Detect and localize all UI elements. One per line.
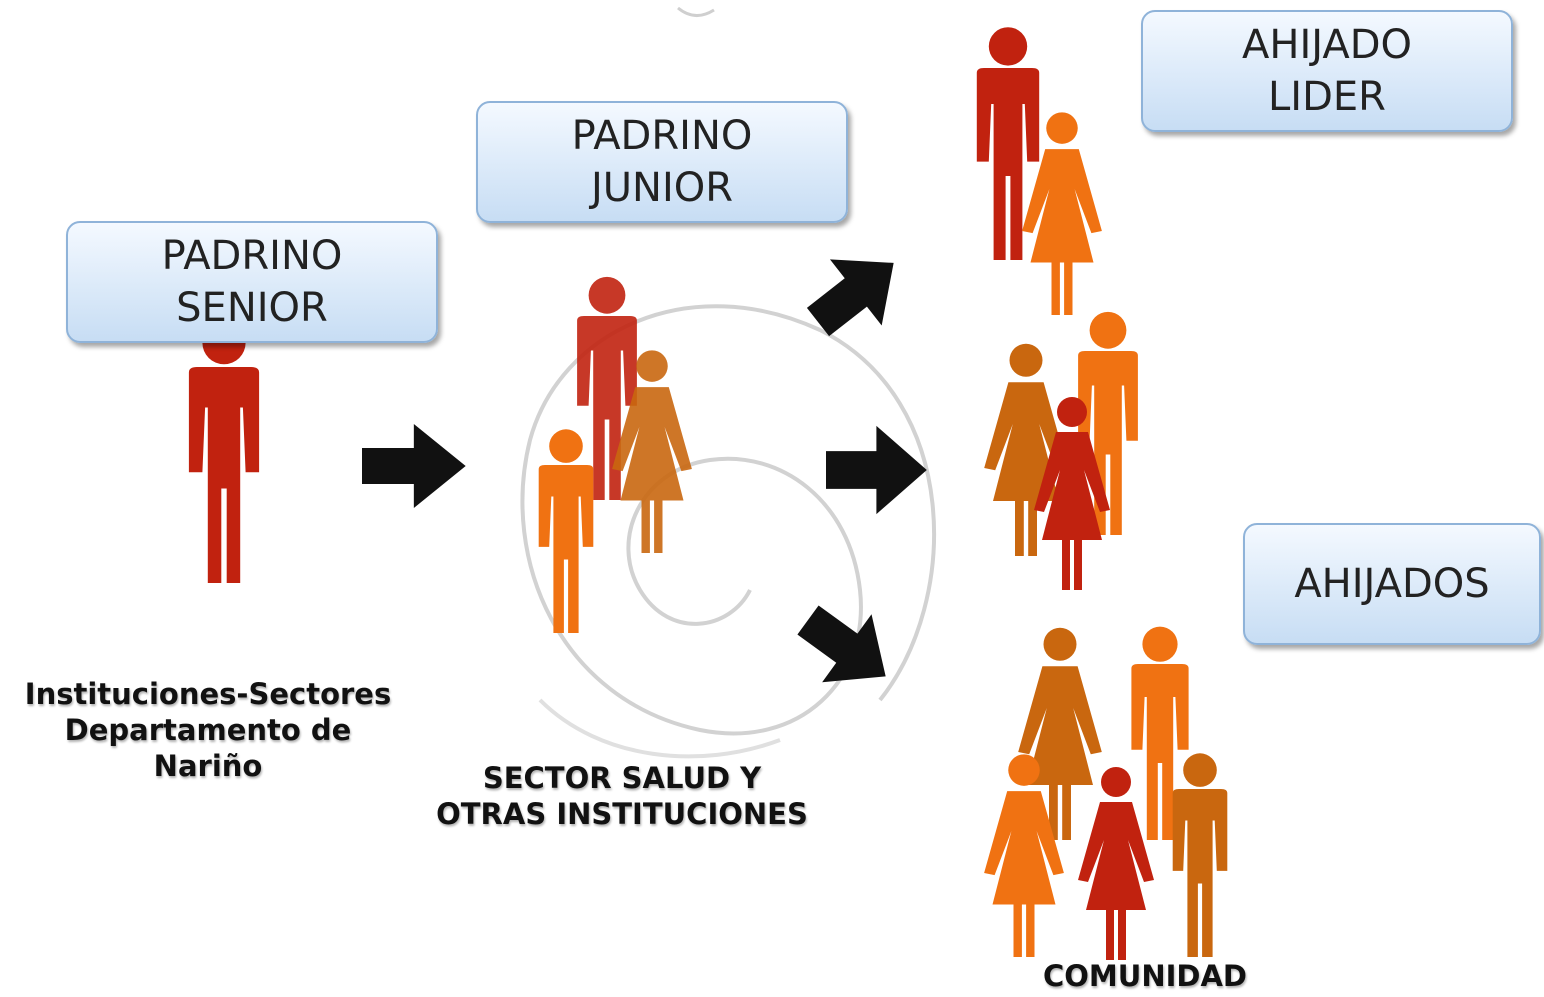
padrino-senior-line1: PADRINO	[161, 233, 343, 279]
ahijados-line1: AHIJADOS	[1294, 561, 1490, 607]
padrino-senior-box: PADRINO SENIOR	[66, 221, 438, 343]
arrow-senior-to-junior-icon	[362, 424, 466, 508]
ahijado-lider-line2: LIDER	[1268, 74, 1386, 120]
comunidad-figures-icon	[984, 626, 1228, 960]
swirl-decoration-top	[677, 6, 715, 17]
sector-salud-line2: OTRAS INSTITUCIONES	[436, 797, 808, 831]
ahijado-lider-figures-icon	[976, 27, 1102, 315]
comunidad-caption: COMUNIDAD	[1010, 958, 1280, 994]
instituciones-line1: Instituciones-Sectores	[24, 677, 392, 711]
comunidad-label: COMUNIDAD	[1043, 959, 1247, 993]
padrino-senior-figure-icon	[188, 321, 260, 583]
sector-salud-line1: SECTOR SALUD Y	[482, 761, 762, 795]
sector-salud-caption: SECTOR SALUD Y OTRAS INSTITUCIONES	[412, 760, 832, 832]
instituciones-line2: Departamento de	[64, 713, 352, 747]
padrino-senior-line2: SENIOR	[176, 285, 328, 331]
arrow-to-comunidad-icon	[783, 586, 911, 711]
instituciones-caption: Instituciones-Sectores Departamento de N…	[0, 676, 416, 784]
padrino-junior-line1: PADRINO	[571, 113, 753, 159]
padrino-junior-box: PADRINO JUNIOR	[476, 101, 848, 223]
ahijado-lider-line1: AHIJADO	[1242, 22, 1412, 68]
ahijados-box: AHIJADOS	[1243, 523, 1541, 645]
ahijado-lider-box: AHIJADO LIDER	[1141, 10, 1513, 132]
instituciones-line3: Nariño	[153, 749, 263, 783]
ahijados-figures-icon	[984, 311, 1138, 590]
padrino-junior-group-icon	[538, 276, 692, 633]
padrino-junior-line2: JUNIOR	[590, 165, 734, 211]
arrow-to-ahijado-lider-icon	[792, 229, 920, 356]
arrow-to-ahijados-icon	[826, 425, 927, 515]
